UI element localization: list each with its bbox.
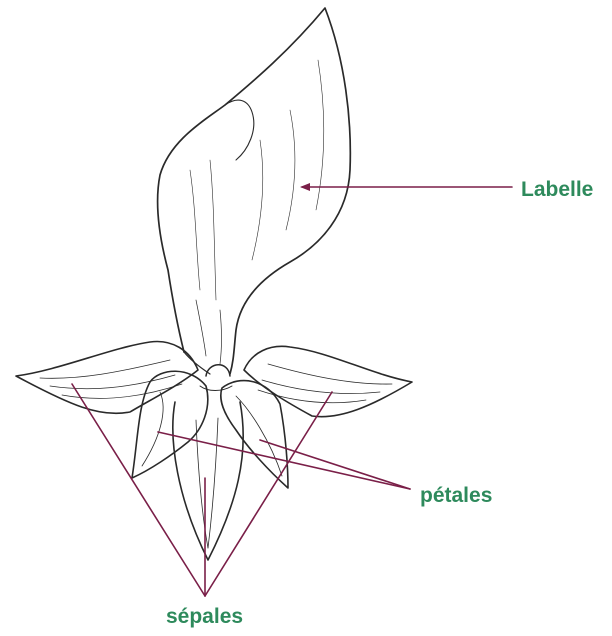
labelle-arrowhead: [300, 183, 310, 191]
labellum: [158, 8, 351, 374]
column: [200, 365, 232, 391]
petales-leader-line-right: [260, 440, 410, 489]
leader-lines: [72, 187, 512, 596]
label-sepales: sépales: [166, 606, 243, 627]
petals: [132, 371, 288, 488]
label-labelle: Labelle: [521, 179, 593, 200]
label-petales: pétales: [420, 485, 492, 506]
sepales-leader-line-right: [205, 392, 332, 596]
lateral-sepals: [16, 342, 412, 417]
sepales-leader-line-left: [72, 384, 205, 596]
petales-leader-line-left: [158, 432, 410, 489]
leader-arrowheads: [300, 183, 310, 191]
